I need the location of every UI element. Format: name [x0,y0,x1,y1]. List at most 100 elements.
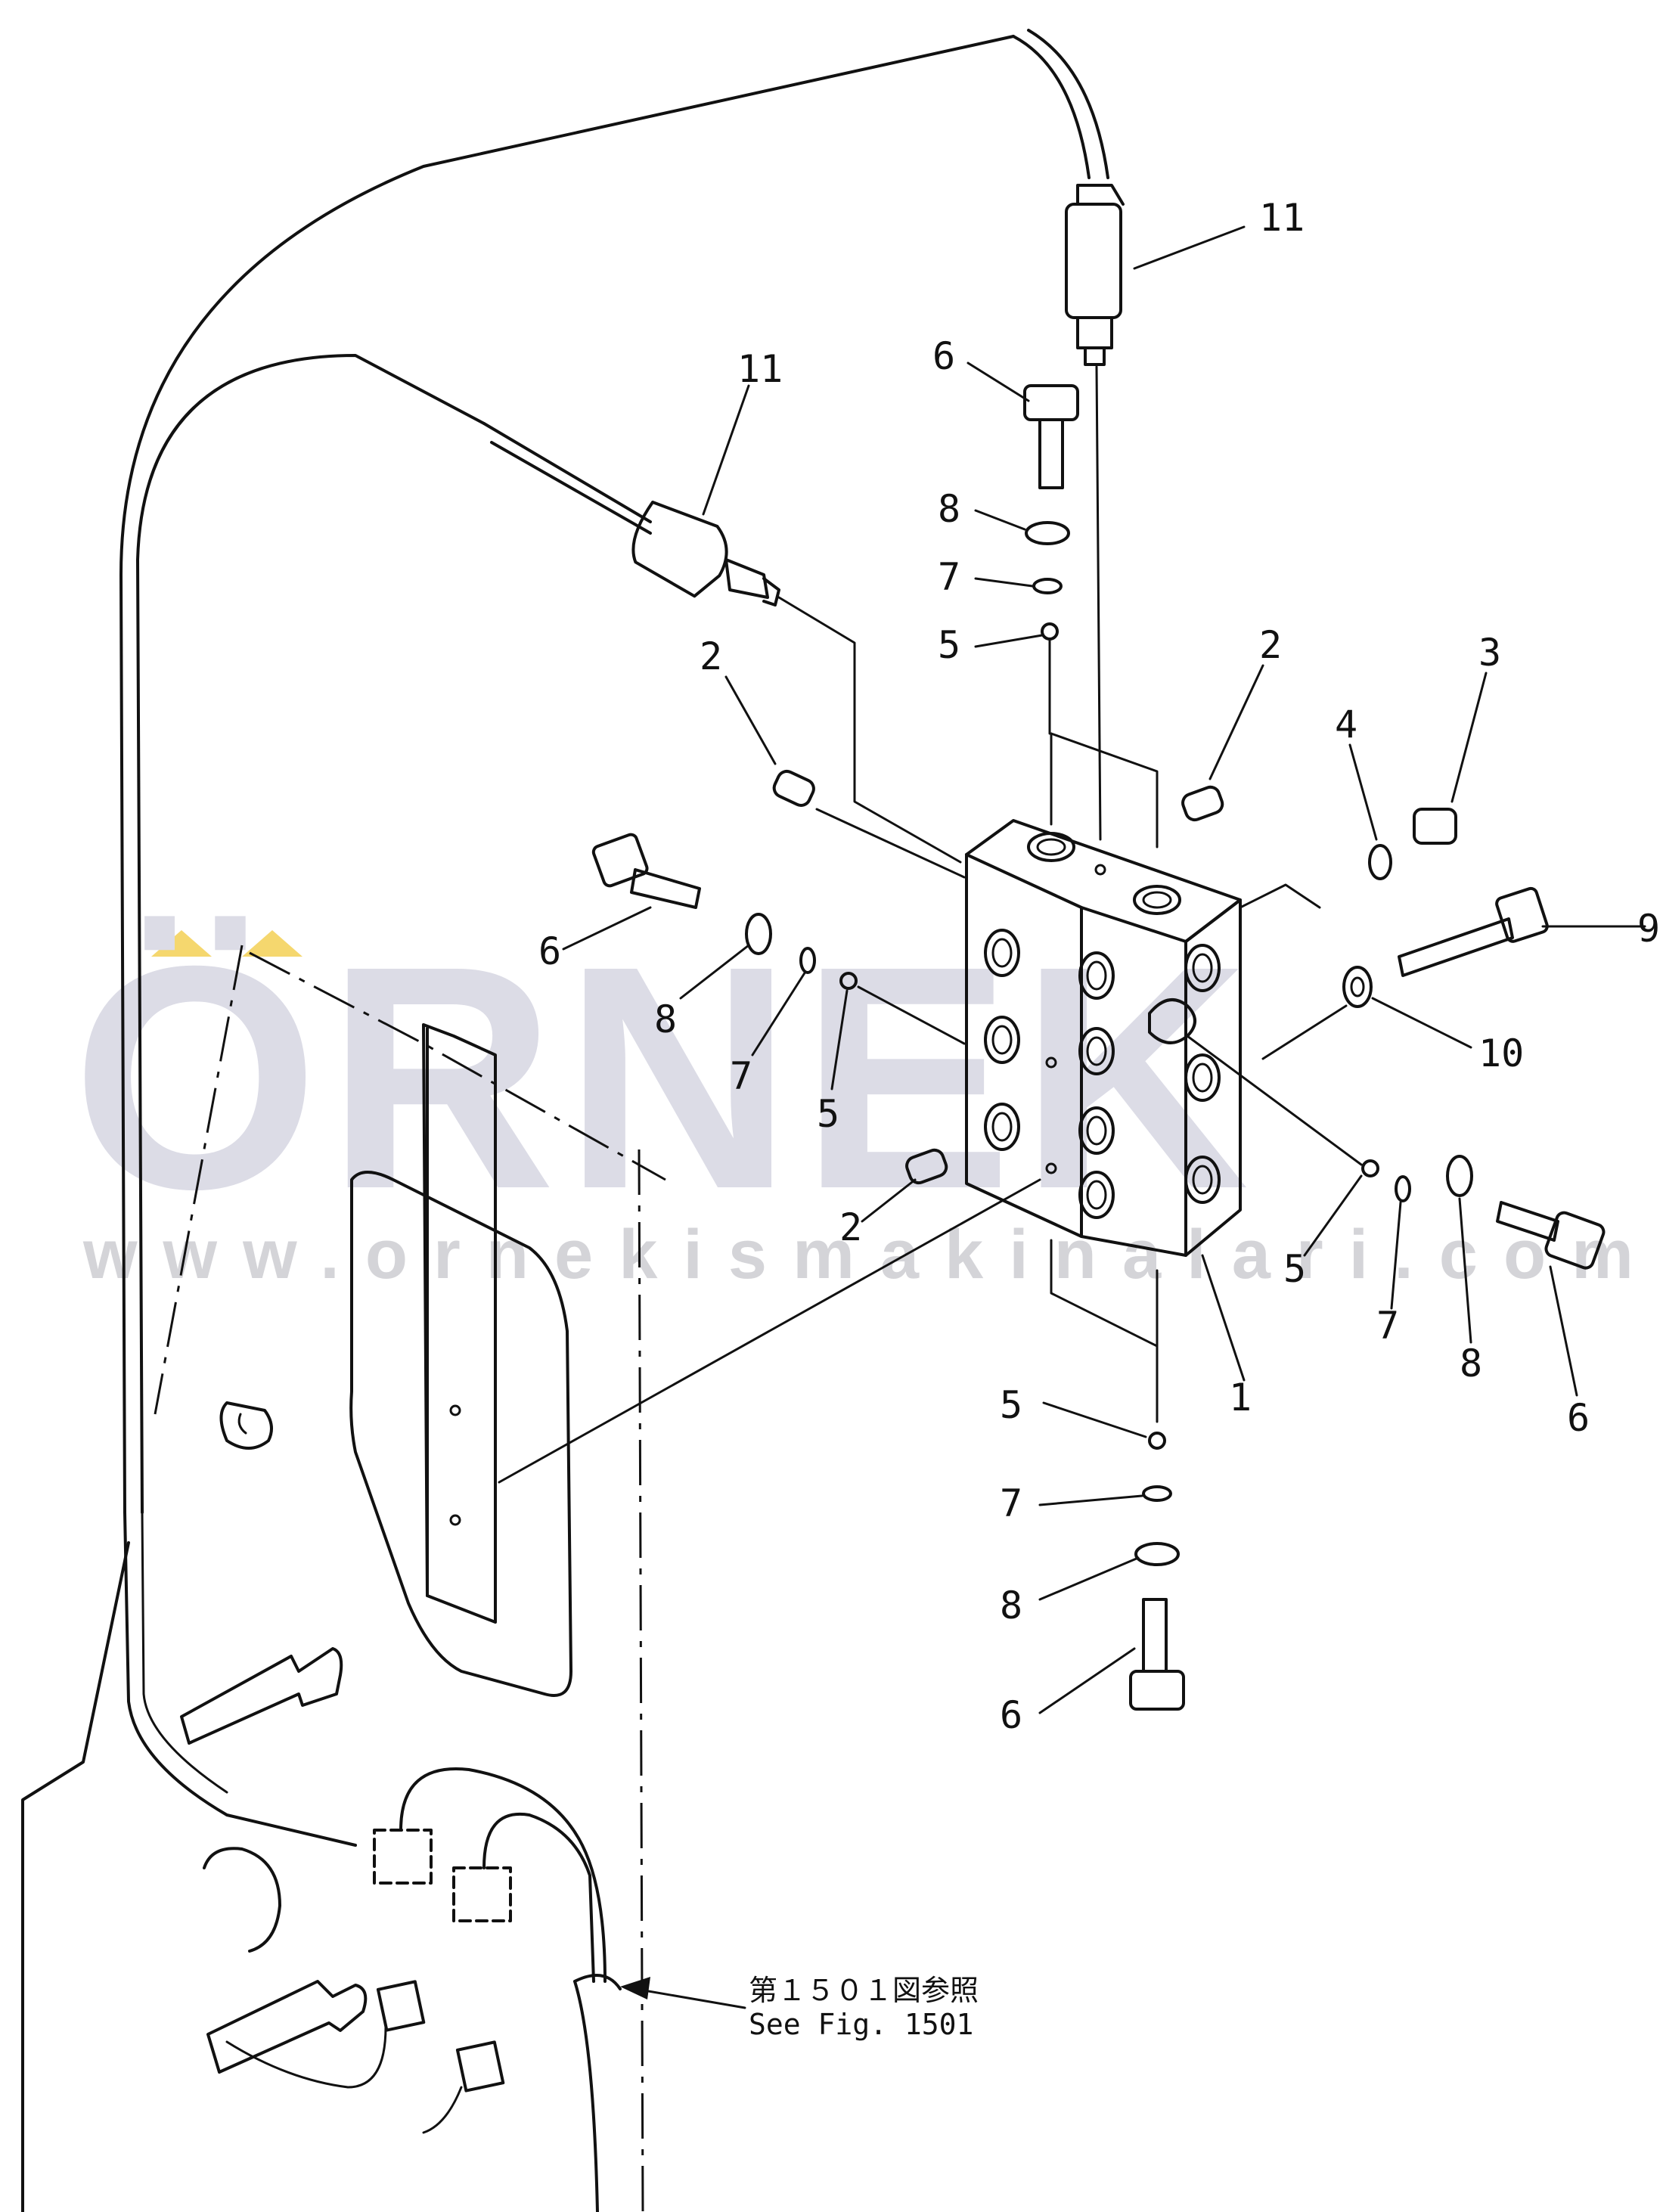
solenoid-top-tip [1084,346,1106,366]
callout-1: 1 [1229,1376,1252,1419]
front-port [984,1103,1020,1151]
leader-11a [1133,225,1246,270]
leader-7b [751,970,807,1056]
callout-7: 7 [1376,1304,1399,1348]
leader-5b [830,989,849,1090]
leader-2c [861,1178,917,1223]
callout-6: 6 [932,334,955,378]
reference-note: 第１５０１図参照 See Fig. 1501 [749,1974,979,2041]
callout-labels: 11 11 6 8 7 5 2 2 3 4 9 10 6 8 7 5 2 1 5… [538,196,1660,1737]
lower-components [180,1401,622,2134]
front-port-inner [991,938,1013,968]
callout-7: 7 [938,555,960,599]
callout-5: 5 [938,623,960,667]
solenoid-top-neck [1076,316,1113,349]
valve-block [965,732,1321,1423]
solenoid-left-body [631,501,728,598]
leader-2a [724,675,777,765]
callout-2: 2 [839,1205,862,1249]
valve-top-port-2-inner [1142,891,1172,909]
frame-lower-inner [141,1511,228,1794]
side-port [1184,1053,1221,1102]
leader-6c [1549,1265,1578,1397]
front-port [1078,951,1115,1000]
frame-outer-line [119,35,1015,1514]
part-8-top [1025,521,1070,545]
part-4-oring [1368,844,1392,880]
callout-11: 11 [1259,196,1305,240]
leader-7d [1038,1494,1143,1506]
leader-1 [1201,1254,1246,1382]
machine-frame [21,35,1015,2212]
callout-2: 2 [1259,623,1282,667]
callout-5: 5 [1000,1383,1022,1427]
front-port-inner [1086,1036,1107,1066]
valve-small-hole [1094,864,1106,876]
valve-front-ports [984,929,1115,1219]
connector-c [373,1829,433,1885]
front-port-inner [991,1025,1013,1055]
part-5-left [839,972,858,990]
callout-8: 8 [1460,1342,1482,1385]
valve-top-port-2 [1133,885,1181,915]
leader-5-right [1186,1035,1363,1166]
solenoid-top [1012,29,1125,841]
front-port [984,929,1020,977]
leader-5c [1303,1174,1363,1257]
watermark-accent-right [242,930,303,957]
solenoid-left-wire-2 [490,441,652,535]
part-10-washer [1342,966,1373,1008]
leader-bottom-frame [1050,1239,1159,1348]
leader-11b [702,384,750,516]
callout-leaders [562,225,1646,2009]
solenoid-top-cap [1076,184,1125,206]
valve-side-ports [1148,944,1221,1204]
solenoid-top-body [1065,203,1122,319]
valve-top-port-1-inner [1036,838,1066,856]
front-port [1078,1106,1115,1155]
watermark-url: www.ornekismakinalari.com.tr [82,1216,1663,1293]
part-5-right [1361,1159,1379,1177]
part-9-bolt-head [1495,886,1549,943]
clip-part [219,1401,273,1450]
side-port-inner [1192,953,1213,983]
callout-6: 6 [538,929,561,973]
front-port-inner [1086,1180,1107,1210]
valve-small-hole [1045,1056,1057,1069]
part-10-washer-hole [1350,976,1365,997]
part-8-bottom [1134,1542,1180,1566]
harness-drop-line [573,1980,599,2212]
part-9-bolt-shank [1398,917,1514,977]
reference-arrow-head [620,1977,650,1999]
part-6-top [1023,384,1079,489]
harness-wire-4 [422,2086,463,2134]
connector-d [452,1866,512,1922]
valve-top-port-1 [1027,832,1075,862]
callout-7: 7 [730,1054,752,1098]
frame-inner-line [136,354,486,1514]
harness-wire-1 [399,1767,607,1983]
front-port [1078,1171,1115,1219]
solenoid-left-tip [762,577,780,607]
side-port [1184,1156,1221,1204]
leader-4 [1348,743,1378,841]
harness-sleeve [573,1974,622,1990]
plug-head [1129,1670,1185,1711]
leader-7a [974,577,1034,588]
leader-3 [1450,672,1488,803]
leader-6a [966,361,1030,402]
front-port-inner [1086,1115,1107,1146]
part-8-left [745,913,772,955]
part-6-left [591,833,701,909]
plate-outline [349,1171,572,1697]
callout-6: 6 [1567,1396,1590,1440]
callout-9: 9 [1637,907,1660,951]
solenoid-left [482,422,962,864]
part-8-right [1446,1155,1473,1197]
reference-arrow-line [634,1987,746,2009]
valve-small-hole [1045,1162,1057,1174]
leader-5-left [857,985,966,1045]
side-port-oval [1148,998,1196,1044]
callout-5: 5 [1283,1247,1306,1291]
